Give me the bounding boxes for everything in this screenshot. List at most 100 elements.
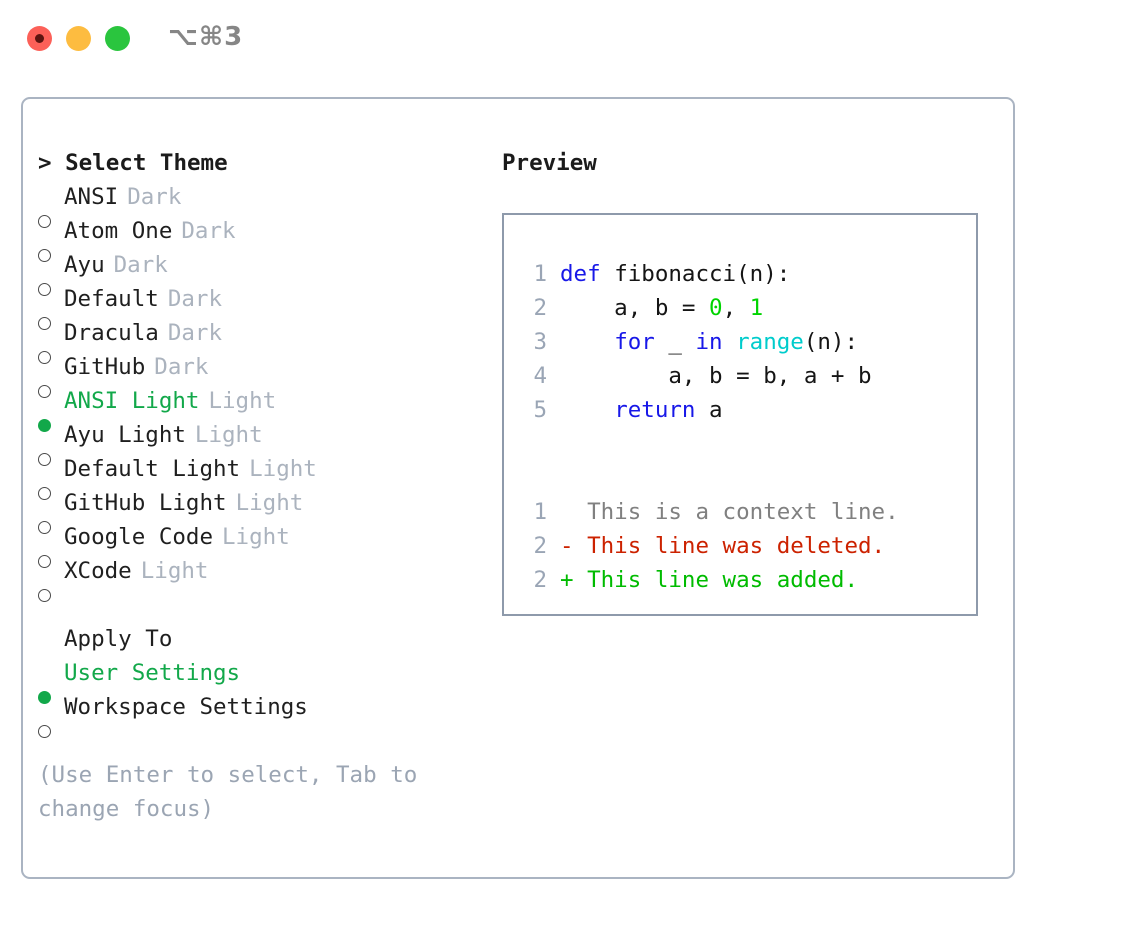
theme-option-label: Atom One [64,218,173,244]
radio-dot [38,453,51,466]
theme-option-ayu-light[interactable]: Ayu Light Light [38,418,488,466]
theme-option-variant-tag: Light [235,490,304,516]
theme-option-variant-tag: Light [140,558,209,584]
apply-to-option-label: Workspace Settings [64,694,308,720]
code-token-plain: _ [654,329,696,355]
code-token-kw: for [614,329,655,355]
code-token-kw: return [614,397,696,423]
radio-dot [38,555,51,568]
code-token-plain: , [722,295,750,321]
apply-to-option-label: User Settings [64,660,241,686]
theme-option-default-light[interactable]: Default Light Light [38,452,488,500]
theme-option-variant-tag: Dark [167,286,223,312]
radio-dot [38,521,51,534]
keyboard-hint-text: (Use Enter to select, Tab to change focu… [38,762,431,822]
window-title: ⌥⌘3 [168,22,244,52]
diff-line-text: - This line was deleted. [560,533,886,559]
code-token-kw: in [695,329,723,355]
code-token-plain [723,329,737,355]
radio-dot [38,385,51,398]
theme-option-variant-tag: Light [208,388,277,414]
code-token-fn: range [736,329,804,355]
code-line: 3 for _ in range(n): [521,325,899,359]
theme-option-default[interactable]: Default Dark [38,282,488,330]
code-line-number: 5 [533,397,547,423]
code-token-plain: a [695,397,723,423]
theme-option-variant-tag: Dark [181,218,236,244]
theme-option-label: Default Light [64,456,241,482]
theme-option-label: GitHub Light [64,490,227,516]
diff-line: 1 This is a context line. [521,495,899,529]
theme-option-label: ANSI [64,184,119,210]
radio-dot [38,249,51,262]
theme-option-label: Default [64,286,159,312]
theme-option-label: Ayu Light [64,422,186,448]
radio-dot [38,589,51,602]
theme-option-ansi[interactable]: ANSI Dark [38,180,488,228]
theme-option-variant-tag: Dark [113,252,168,278]
theme-option-ansi-light[interactable]: ANSI Light Light [38,384,488,432]
code-token-plain: a, b = b, a + b [560,363,872,389]
code-line-text: def fibonacci(n): [560,257,790,291]
code-token-plain [560,397,614,423]
theme-option-variant-tag: Light [194,422,263,448]
title-bar: ⌥⌘3 [0,0,1140,78]
code-token-num: 1 [749,295,764,321]
maximize-window-button[interactable] [105,26,130,51]
theme-option-variant-tag: Dark [127,184,182,210]
theme-option-xcode[interactable]: XCode Light [38,554,488,602]
preview-heading: Preview [502,150,597,176]
code-token-kw: def [560,261,615,287]
radio-dot [38,283,51,296]
code-line: 2 a, b = 0, 1 [521,291,899,325]
code-line: 4 a, b = b, a + b [521,359,899,393]
code-line-number: 3 [533,329,547,355]
code-line-text: a, b = b, a + b [560,359,872,393]
theme-option-github-light[interactable]: GitHub Light Light [38,486,488,534]
diff-line-number: 2 [533,567,547,593]
radio-dot [38,691,51,704]
theme-option-variant-tag: Light [249,456,317,482]
radio-dot [38,351,51,364]
code-line-number: 2 [533,295,547,321]
code-line-text: for _ in range(n): [560,325,858,359]
code-line-number: 4 [533,363,547,389]
minimize-window-button[interactable] [66,26,91,51]
diff-line-text: + This line was added. [560,567,859,593]
apply-to-option-user-settings[interactable]: User Settings [38,656,488,704]
theme-option-label: GitHub [64,354,146,380]
theme-option-label: XCode [64,558,132,584]
close-window-button[interactable] [27,26,52,51]
select-theme-heading: > Select Theme [38,150,228,176]
theme-option-github[interactable]: GitHub Dark [38,350,488,398]
radio-dot [38,215,51,228]
theme-option-variant-tag: Dark [167,320,223,346]
code-token-plain: (n): [803,329,859,355]
diff-line-text: This is a context line. [560,499,899,525]
theme-option-atom-one[interactable]: Atom One Dark [38,214,488,262]
theme-option-dracula[interactable]: Dracula Dark [38,316,488,364]
theme-option-label: Google Code [64,524,214,550]
section-spacer [38,588,488,622]
theme-option-variant-tag: Dark [154,354,209,380]
theme-option-label: ANSI Light [64,388,200,414]
diff-line-list: 1 This is a context line. 2 - This line wa… [521,495,899,597]
theme-option-label: Dracula [64,320,159,346]
apply-to-heading: Apply To [64,626,173,652]
apply-to-option-workspace-settings[interactable]: Workspace Settings [38,690,488,738]
code-line-text: return a [560,393,723,427]
diff-line-number: 2 [533,533,547,559]
diff-line: 2 - This line was deleted. [521,529,899,563]
